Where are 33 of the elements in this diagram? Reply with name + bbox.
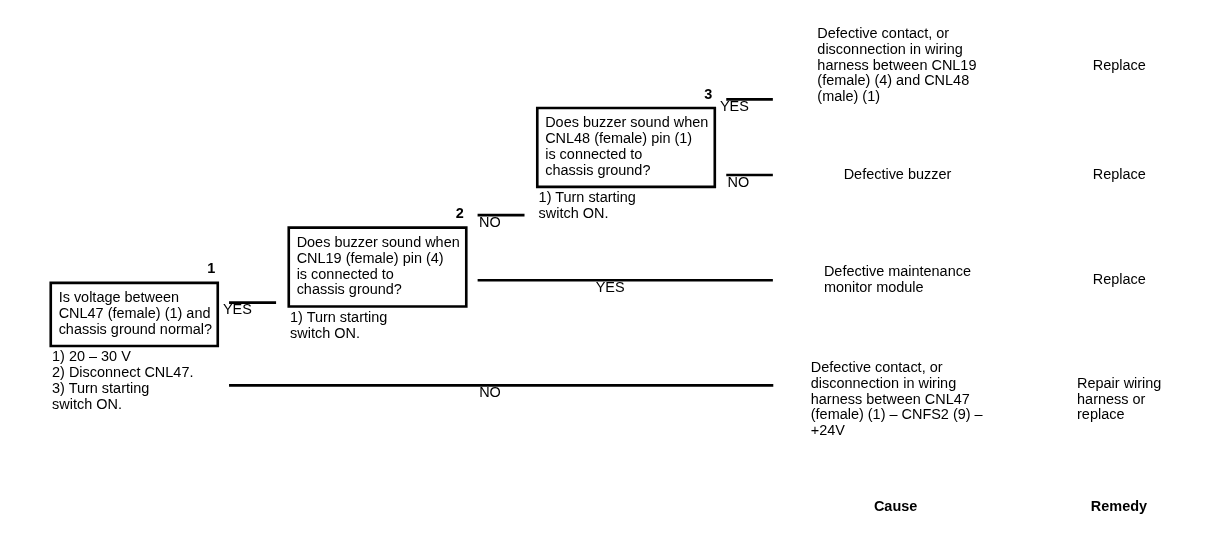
node-box: Does buzzer sound when CNL48 (female) pin (1) is connected to chassis ground? bbox=[535, 106, 716, 189]
node-label: 1 bbox=[206, 260, 215, 277]
node-label: 1) Turn starting switch ON. bbox=[538, 189, 636, 222]
connector bbox=[725, 173, 773, 177]
node-text: Defective contact, or disconnection in wiring harness between CNL47 (female) (1) – CNFS2 (9) – +24V bbox=[810, 359, 983, 439]
node-text: Defective contact, or disconnection in wiring harness between CNL19 (female) (4) and CNL48 (male) (1) bbox=[816, 25, 976, 105]
node-box: Does buzzer sound when CNL19 (female) pin (4) is connected to chassis ground? bbox=[286, 226, 468, 308]
node-text: Defective buzzer bbox=[843, 165, 951, 182]
connector bbox=[228, 384, 773, 387]
edge-label: NO bbox=[478, 213, 501, 230]
node-label: 3 bbox=[703, 85, 712, 102]
connector bbox=[477, 213, 524, 217]
edge-label: NO bbox=[727, 173, 749, 190]
label: Repair wiring harness or replace bbox=[1076, 374, 1161, 423]
connector bbox=[725, 98, 773, 101]
connector bbox=[228, 301, 276, 304]
label: Replace bbox=[1092, 56, 1146, 73]
node-text: Defective maintenance monitor module bbox=[823, 263, 971, 295]
node-label: 2 bbox=[455, 205, 464, 222]
label: Replace bbox=[1092, 165, 1146, 182]
edge-label: YES bbox=[719, 98, 749, 114]
node-box: Is voltage between CNL47 (female) (1) and chassis ground normal? bbox=[48, 281, 219, 348]
label: Remedy bbox=[1090, 498, 1147, 515]
node-label: 2) Disconnect CNL47. bbox=[51, 364, 193, 381]
label: Replace bbox=[1092, 270, 1146, 287]
edge-label: NO bbox=[478, 384, 501, 400]
edge-label: YES bbox=[222, 301, 252, 318]
edge-label: YES bbox=[595, 278, 625, 295]
label: Cause bbox=[873, 498, 917, 515]
node-label: 1) 20 – 30 V bbox=[51, 348, 131, 365]
node-label: 1) Turn starting switch ON. bbox=[289, 309, 387, 341]
node-label: 3) Turn starting switch ON. bbox=[51, 380, 149, 412]
connector bbox=[477, 278, 773, 282]
